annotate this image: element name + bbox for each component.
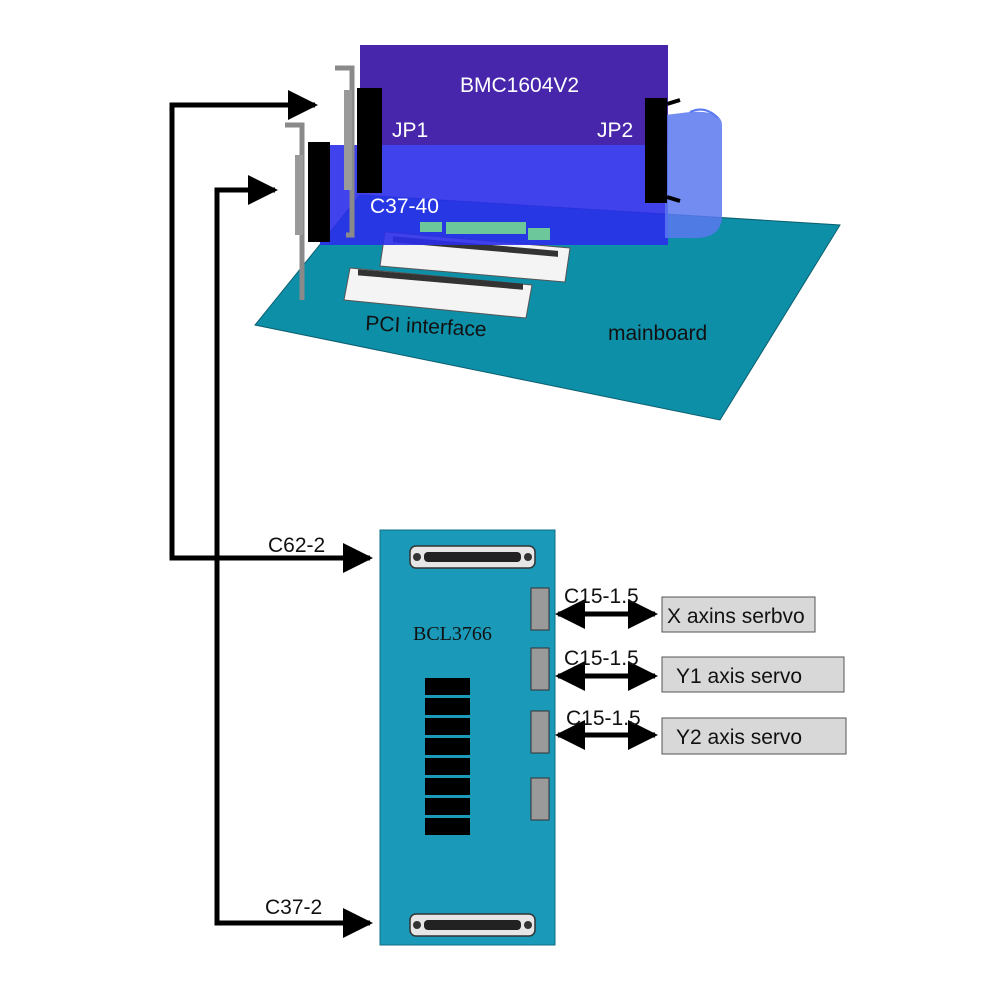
cable-label-top: C62-2 <box>268 534 325 557</box>
terminal-block <box>425 718 470 735</box>
terminal-block <box>425 818 470 835</box>
bracket-c37 <box>285 122 305 300</box>
jp2-label: JP2 <box>597 119 633 142</box>
terminal-block <box>425 678 470 695</box>
servo-cable-label-2: C15-1.5 <box>564 647 639 670</box>
cable-label-bottom: C37-2 <box>265 896 322 919</box>
servo-port-3 <box>530 710 550 754</box>
servo-port-1 <box>530 587 550 631</box>
terminal-block <box>425 798 470 815</box>
card-name: BMC1604V2 <box>460 74 579 97</box>
c37-connector <box>308 142 330 242</box>
servo-box-x <box>661 596 816 633</box>
mainboard-label: mainboard <box>608 322 707 345</box>
bmc-card <box>360 45 668 145</box>
servo-label-x: X axins serbvo <box>667 605 805 628</box>
terminal-block <box>425 758 470 775</box>
ribbon-cable <box>665 108 722 239</box>
servo-port-2 <box>530 647 550 691</box>
servo-label-y1: Y1 axis servo <box>676 665 802 688</box>
gold-finger-2 <box>446 222 526 234</box>
terminal-blocks <box>425 678 470 835</box>
servo-box-y2 <box>661 717 847 755</box>
jp2-connector <box>645 98 667 203</box>
servo-cable-label-1: C15-1.5 <box>564 585 639 608</box>
c37-40-label: C37-40 <box>370 195 439 218</box>
servo-port-4 <box>530 777 550 821</box>
db-connector-top <box>409 545 536 569</box>
terminal-board <box>379 529 556 946</box>
terminal-block <box>425 738 470 755</box>
terminal-block <box>425 778 470 795</box>
db-connector-bottom <box>409 913 536 937</box>
gold-finger-1 <box>420 222 442 232</box>
servo-box-y1 <box>661 656 845 693</box>
jp1-label: JP1 <box>392 119 428 142</box>
jp1-connector <box>357 88 382 193</box>
wire-bottom <box>214 175 373 938</box>
terminal-board-name: BCL3766 <box>413 623 492 645</box>
terminal-block <box>425 698 470 715</box>
gold-finger-3 <box>528 228 550 240</box>
servo-cable-label-3: C15-1.5 <box>566 707 641 730</box>
servo-label-y2: Y2 axis servo <box>676 726 802 749</box>
